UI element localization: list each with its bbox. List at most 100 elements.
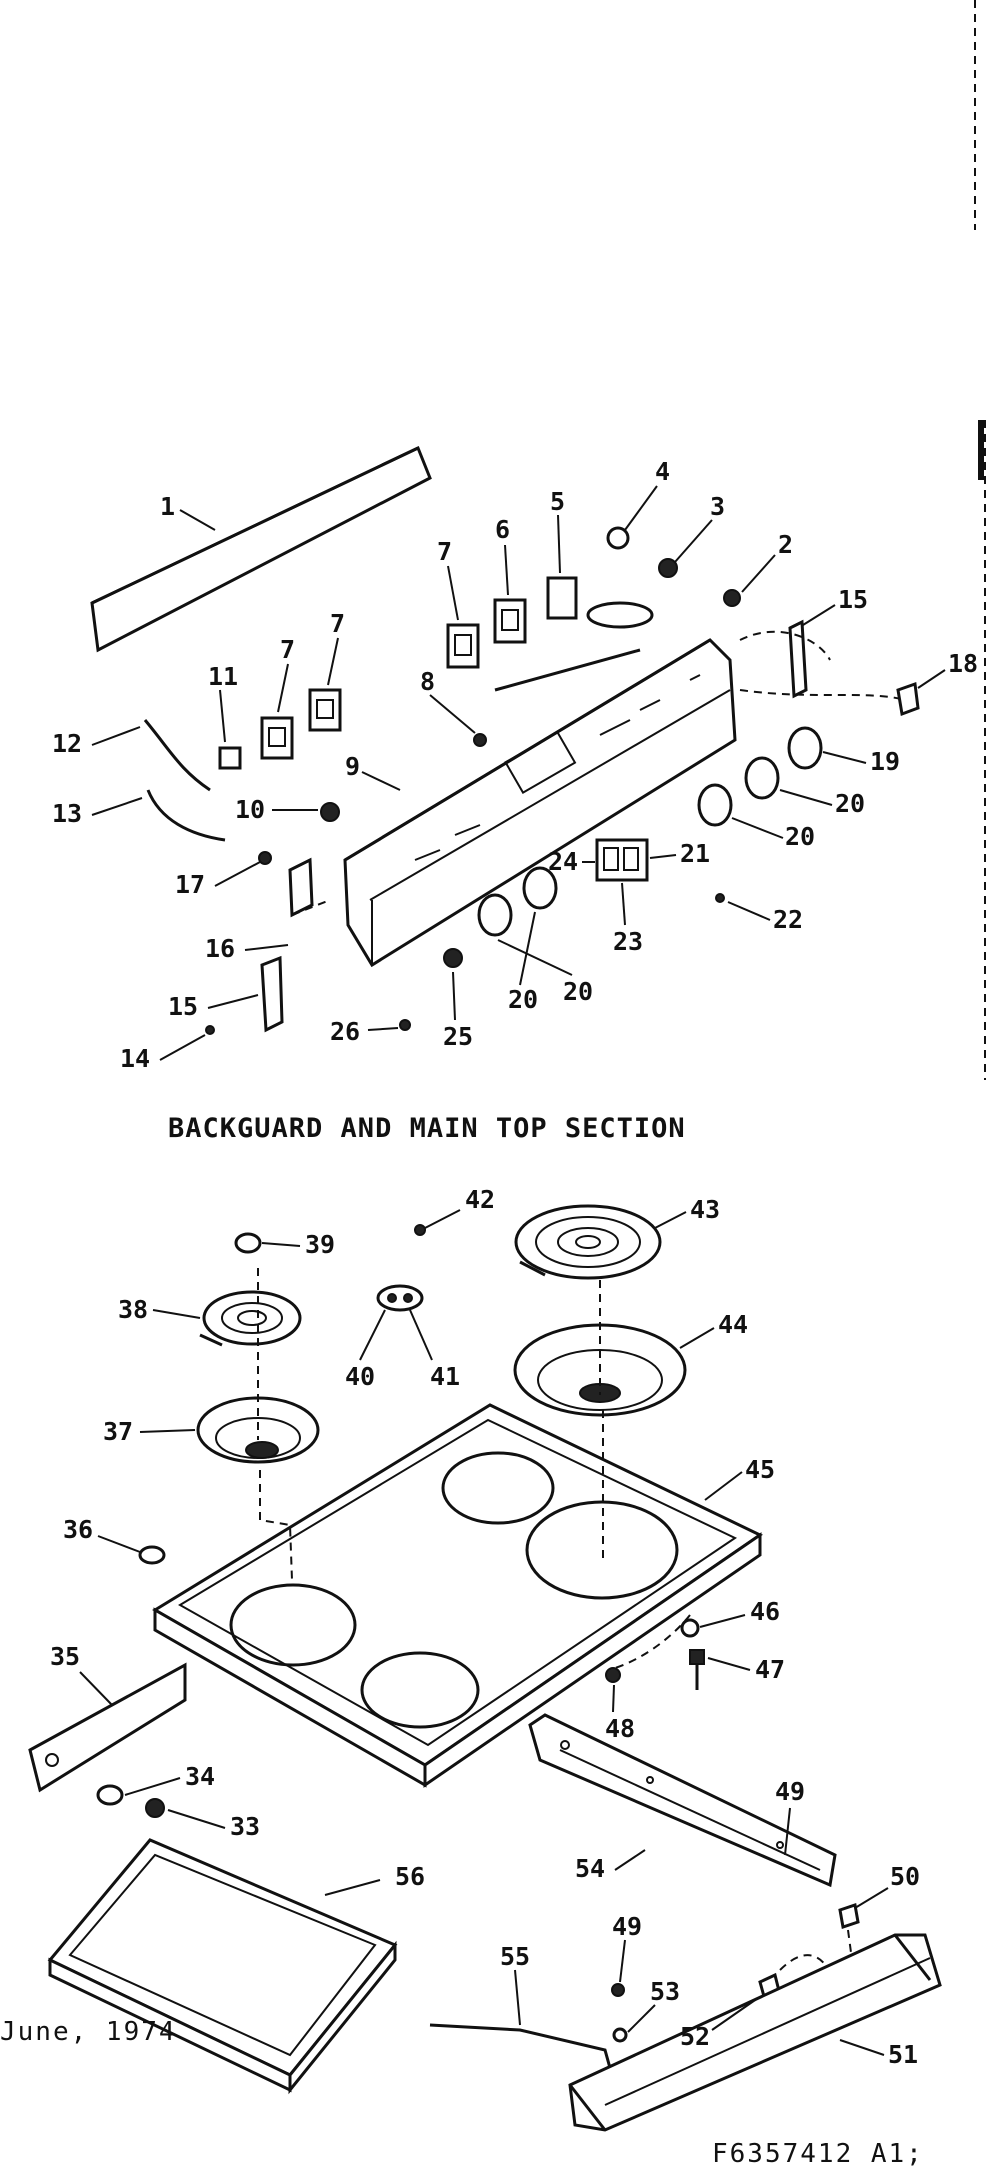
part-7-switch-a xyxy=(446,623,480,669)
callout-5: 5 xyxy=(550,487,565,516)
callout-6: 6 xyxy=(495,515,510,544)
callout-3: 3 xyxy=(710,492,725,521)
callout-47: 47 xyxy=(755,1655,785,1684)
part-10-knob xyxy=(320,802,340,822)
part-49-screw-lower xyxy=(611,1983,625,1997)
callout-4: 4 xyxy=(655,457,670,486)
part-54-support-rail xyxy=(528,1713,837,1888)
part-7-switch-b xyxy=(260,716,294,760)
callout-13: 13 xyxy=(52,799,82,828)
callout-40: 40 xyxy=(345,1362,375,1391)
part-50-clip xyxy=(838,1903,860,1929)
part-20-knob-c xyxy=(522,866,558,910)
callout-39: 39 xyxy=(305,1230,335,1259)
callout-9: 9 xyxy=(345,752,360,781)
callout-46: 46 xyxy=(750,1597,780,1626)
part-26-spring xyxy=(399,1019,411,1031)
callout-51: 51 xyxy=(888,2040,918,2069)
callout-20a: 20 xyxy=(835,789,865,818)
diagram-code: F6357412 A1; xyxy=(712,2139,924,2169)
callout-55: 55 xyxy=(500,1942,530,1971)
callout-52: 52 xyxy=(680,2022,710,2051)
part-4-clip xyxy=(606,526,630,550)
callout-49b: 49 xyxy=(612,1912,642,1941)
part-16-bracket xyxy=(288,857,314,918)
callout-53: 53 xyxy=(650,1977,680,2006)
publication-date: June, 1974 xyxy=(0,2017,177,2047)
part-38-surface-unit-small xyxy=(199,1290,302,1347)
callout-18: 18 xyxy=(948,649,978,678)
callout-35: 35 xyxy=(50,1642,80,1671)
callout-24: 24 xyxy=(548,847,578,876)
part-39-center-cap xyxy=(234,1232,262,1254)
callout-7b: 7 xyxy=(280,635,295,664)
callout-22: 22 xyxy=(773,905,803,934)
part-56-drip-tray xyxy=(47,1838,398,2095)
part-15-endcap-right xyxy=(788,619,808,699)
part-20-knob-d xyxy=(477,893,513,937)
part-22-screw xyxy=(715,893,725,903)
top-opening-front-right xyxy=(360,1651,480,1729)
part-2-screw xyxy=(723,589,741,607)
backguard-callouts: 1 2 3 4 5 6 7 7 7 8 9 10 11 12 13 14 15 … xyxy=(52,457,978,1073)
part-48-screw xyxy=(605,1667,621,1683)
callout-20b: 20 xyxy=(785,822,815,851)
part-42-screw xyxy=(414,1224,426,1236)
part-18-bracket xyxy=(896,681,920,717)
part-12-lead xyxy=(143,719,211,792)
part-11-connector xyxy=(218,746,242,770)
callout-11: 11 xyxy=(208,662,238,691)
callout-14: 14 xyxy=(120,1044,150,1073)
part-53-clip xyxy=(612,2027,628,2043)
part-25-knob xyxy=(443,948,463,968)
callout-50: 50 xyxy=(890,1862,920,1891)
part-9-control-panel xyxy=(343,638,737,968)
callout-36: 36 xyxy=(63,1515,93,1544)
callout-2: 2 xyxy=(778,530,793,559)
part-45-main-top xyxy=(152,1403,763,1788)
callout-23: 23 xyxy=(613,927,643,956)
part-55-rod xyxy=(429,2023,612,2069)
part-20-knob-a xyxy=(744,756,780,800)
part-19-knob xyxy=(787,726,823,770)
top-opening-front-left xyxy=(229,1583,357,1667)
part-7-switch-c xyxy=(308,688,342,732)
part-15-endcap-left xyxy=(260,955,284,1033)
part-35-front-rail xyxy=(28,1662,187,1793)
part-20-knob-b xyxy=(697,783,733,827)
part-14-screw xyxy=(205,1025,215,1035)
callout-17: 17 xyxy=(175,870,205,899)
callout-45: 45 xyxy=(745,1455,775,1484)
callout-38: 38 xyxy=(118,1295,148,1324)
section-title: BACKGUARD AND MAIN TOP SECTION xyxy=(168,1113,686,1144)
callout-25: 25 xyxy=(443,1022,473,1051)
callout-54: 54 xyxy=(575,1854,605,1883)
part-3-nut xyxy=(658,558,678,578)
callout-12: 12 xyxy=(52,729,82,758)
part-8-screw xyxy=(473,733,487,747)
callout-15b: 15 xyxy=(838,585,868,614)
callout-56: 56 xyxy=(395,1862,425,1891)
callout-41: 41 xyxy=(430,1362,460,1391)
part-36-clip xyxy=(138,1545,166,1565)
callout-20c: 20 xyxy=(508,985,538,1014)
part-33-nut xyxy=(145,1798,165,1818)
callout-49a: 49 xyxy=(775,1777,805,1806)
scan-edge-marks xyxy=(974,0,986,1080)
top-opening-back-left xyxy=(441,1451,555,1525)
callout-26: 26 xyxy=(330,1017,360,1046)
callout-8: 8 xyxy=(420,667,435,696)
part-51-front-trim xyxy=(568,1933,942,2132)
callout-42: 42 xyxy=(465,1185,495,1214)
part-47-leveler xyxy=(689,1649,705,1690)
callout-37: 37 xyxy=(103,1417,133,1446)
callout-10: 10 xyxy=(235,795,265,824)
part-46-washer xyxy=(680,1618,700,1638)
callout-48: 48 xyxy=(605,1714,635,1743)
part-34-bracket xyxy=(96,1784,124,1806)
part-6-switch xyxy=(493,598,527,644)
callout-7c: 7 xyxy=(330,609,345,638)
part-1-backguard-trim xyxy=(90,445,432,653)
callout-20d: 20 xyxy=(563,977,593,1006)
